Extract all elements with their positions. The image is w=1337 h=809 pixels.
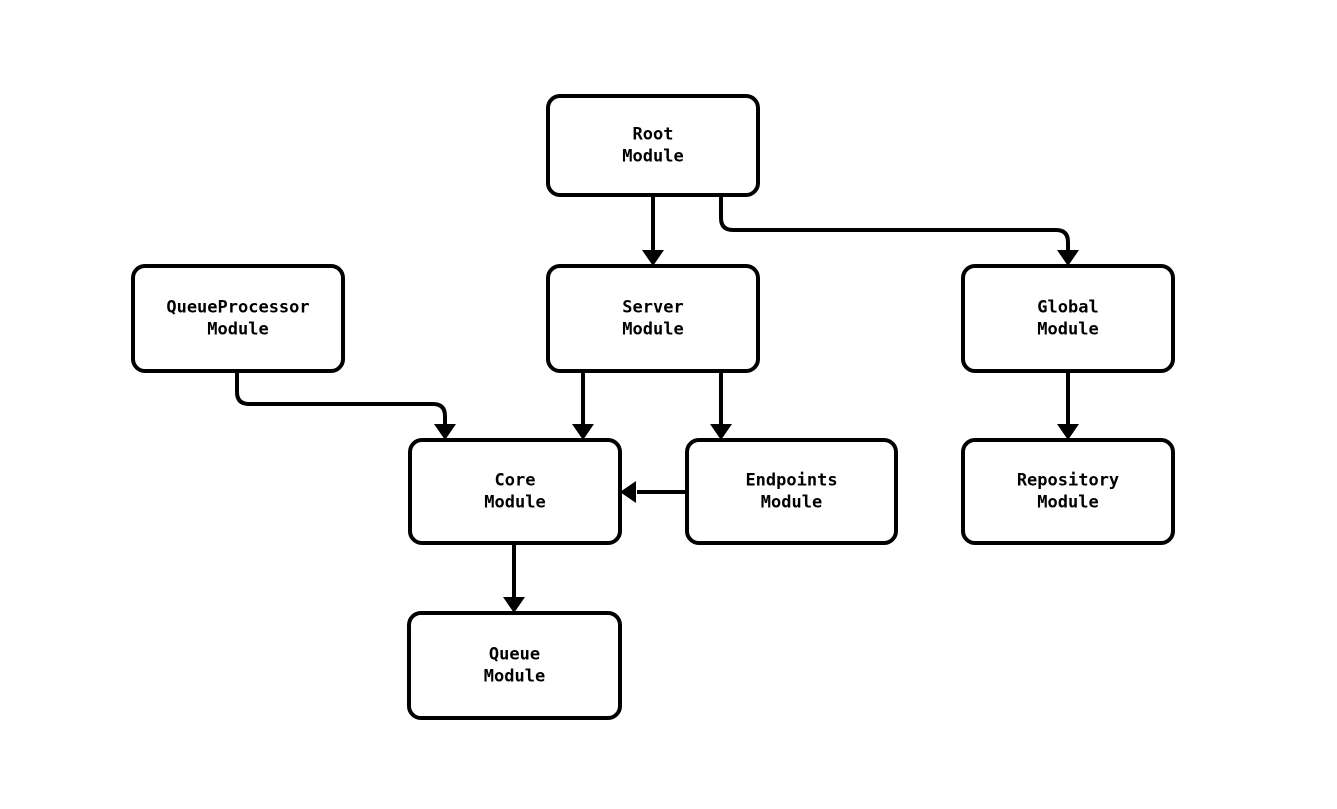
node-label-core-line1: Core (495, 471, 536, 491)
node-label-endpoints-line2: Module (761, 493, 822, 513)
edge-core-to-queue (503, 543, 525, 613)
node-label-server-line1: Server (622, 298, 683, 318)
arrowhead-icon (1057, 424, 1079, 440)
node-box-root[interactable] (546, 94, 760, 197)
arrowhead-icon (434, 424, 456, 440)
edge-server-to-core (572, 371, 594, 440)
arrowhead-icon (572, 424, 594, 440)
node-label-root-line1: Root (633, 125, 674, 145)
node-box-queue[interactable] (407, 611, 622, 720)
edge-line (719, 195, 1070, 251)
edge-root-to-server (642, 195, 664, 266)
edge-server-to-endpoints (710, 371, 732, 440)
arrowhead-icon (620, 481, 636, 503)
node-label-repository-line2: Module (1037, 493, 1098, 513)
edge-endpoints-to-core (620, 481, 687, 503)
node-label-global-line1: Global (1037, 298, 1098, 318)
edge-root-to-global (719, 195, 1079, 266)
node-box-endpoints[interactable] (685, 438, 898, 545)
node-label-core-line2: Module (484, 493, 545, 513)
node-label-queueprocessor-line2: Module (207, 320, 268, 340)
node-label-endpoints-line1: Endpoints (745, 471, 837, 491)
node-label-root-line2: Module (622, 147, 683, 167)
arrowhead-icon (642, 250, 664, 266)
node-label-global-line2: Module (1037, 320, 1098, 340)
edge-line (235, 371, 447, 425)
node-box-repository[interactable] (961, 438, 1175, 545)
node-box-server[interactable] (546, 264, 760, 373)
arrowhead-icon (503, 597, 525, 613)
arrowhead-icon (1057, 250, 1079, 266)
nodes-layer: RootModuleQueueProcessorModuleServerModu… (131, 94, 1175, 720)
node-label-queueprocessor-line1: QueueProcessor (166, 298, 309, 318)
node-box-core[interactable] (408, 438, 622, 545)
node-label-queue-line2: Module (484, 667, 545, 687)
arrowhead-icon (710, 424, 732, 440)
node-box-queueprocessor[interactable] (131, 264, 345, 373)
node-label-repository-line1: Repository (1017, 471, 1119, 491)
node-box-global[interactable] (961, 264, 1175, 373)
node-label-queue-line1: Queue (489, 645, 540, 665)
edge-queueprocessor-to-core (235, 371, 456, 440)
node-label-server-line2: Module (622, 320, 683, 340)
edges-layer (235, 195, 1079, 613)
edge-global-to-repository (1057, 371, 1079, 440)
